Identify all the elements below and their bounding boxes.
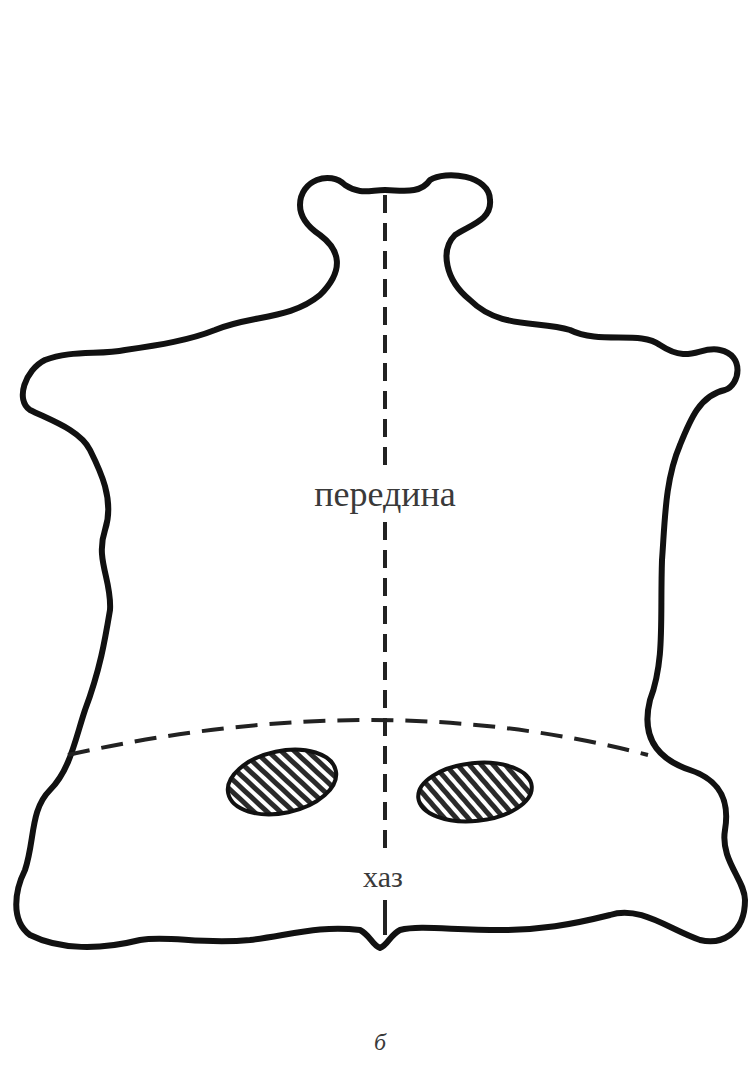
tail-notch-line bbox=[383, 900, 387, 935]
region-label: передина bbox=[310, 475, 460, 515]
butt-boundary bbox=[68, 720, 648, 755]
hide-outline bbox=[16, 175, 745, 948]
spine-line bbox=[383, 195, 387, 850]
region-label: хаз bbox=[359, 860, 407, 893]
figure-letter: б bbox=[370, 1029, 390, 1055]
hatched-spot bbox=[222, 740, 342, 824]
hatched-spot bbox=[415, 757, 534, 827]
